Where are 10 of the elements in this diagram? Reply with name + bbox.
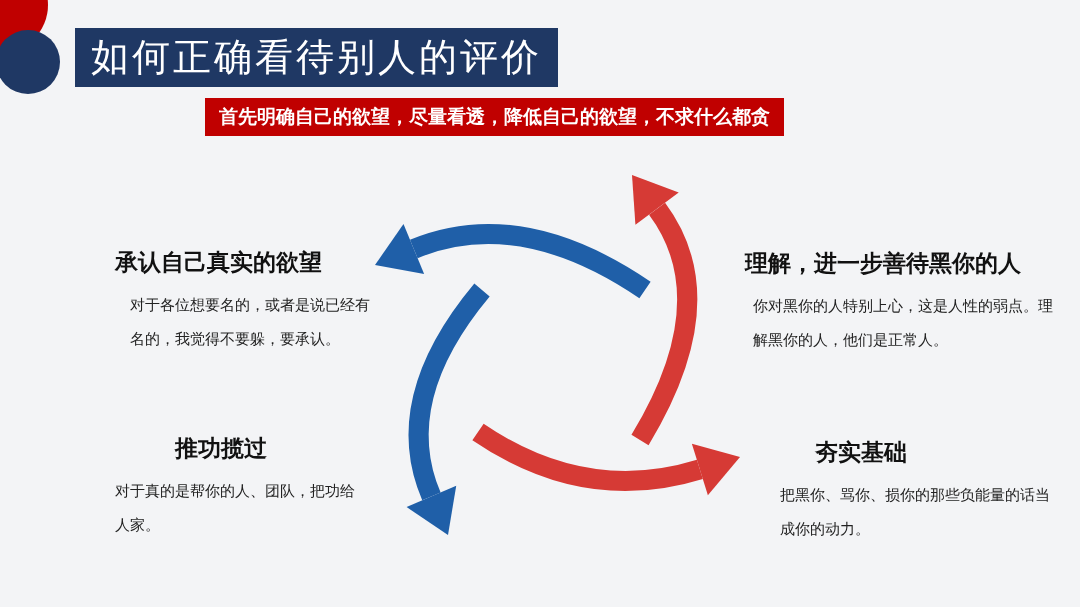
- heading: 夯实基础: [815, 437, 908, 467]
- description: 把黑你、骂你、损你的那些负能量的话当成你的动力。: [780, 485, 1050, 540]
- heading: 理解，进一步善待黑你的人: [745, 248, 1022, 278]
- description: 你对黑你的人特别上心，这是人性的弱点。理解黑你的人，他们是正常人。: [753, 296, 1054, 351]
- description: 对于各位想要名的，或者是说已经有名的，我觉得不要躲，要承认。: [130, 295, 371, 350]
- description: 对于真的是帮你的人、团队，把功给人家。: [115, 481, 355, 536]
- heading: 承认自己真实的欲望: [115, 247, 323, 277]
- title-banner: 如何正确看待别人的评价: [75, 28, 558, 87]
- heading: 推功揽过: [175, 433, 268, 463]
- subtitle-banner: 首先明确自己的欲望，尽量看透，降低自己的欲望，不求什么都贪: [205, 98, 784, 136]
